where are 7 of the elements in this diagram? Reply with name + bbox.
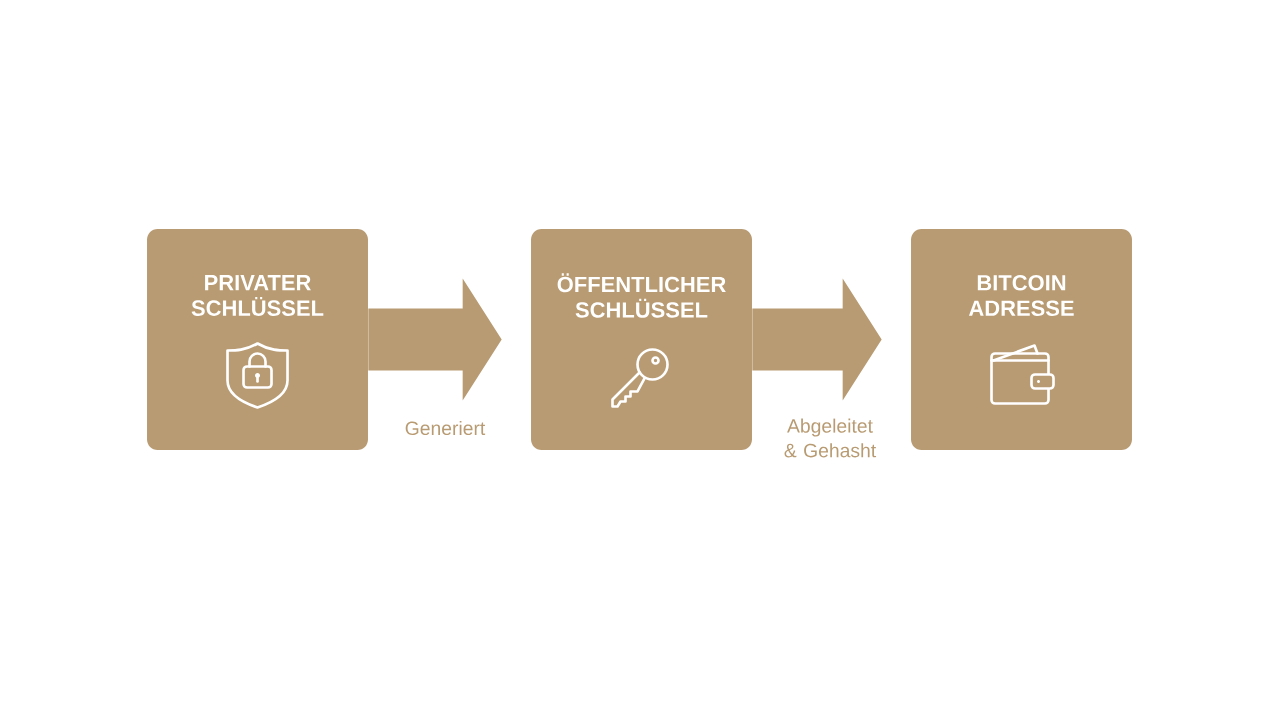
edge-label: Abgeleitet & Gehasht bbox=[784, 418, 877, 458]
edge-label: Generiert bbox=[405, 420, 486, 436]
process-box: ÖFFENTLICHER SCHLÜSSEL bbox=[531, 229, 752, 450]
block-arrow bbox=[368, 278, 502, 401]
block-arrow bbox=[752, 278, 882, 401]
process-box: PRIVATER SCHLÜSSEL bbox=[147, 229, 368, 450]
process-box: BITCOIN ADRESSE bbox=[911, 229, 1132, 450]
